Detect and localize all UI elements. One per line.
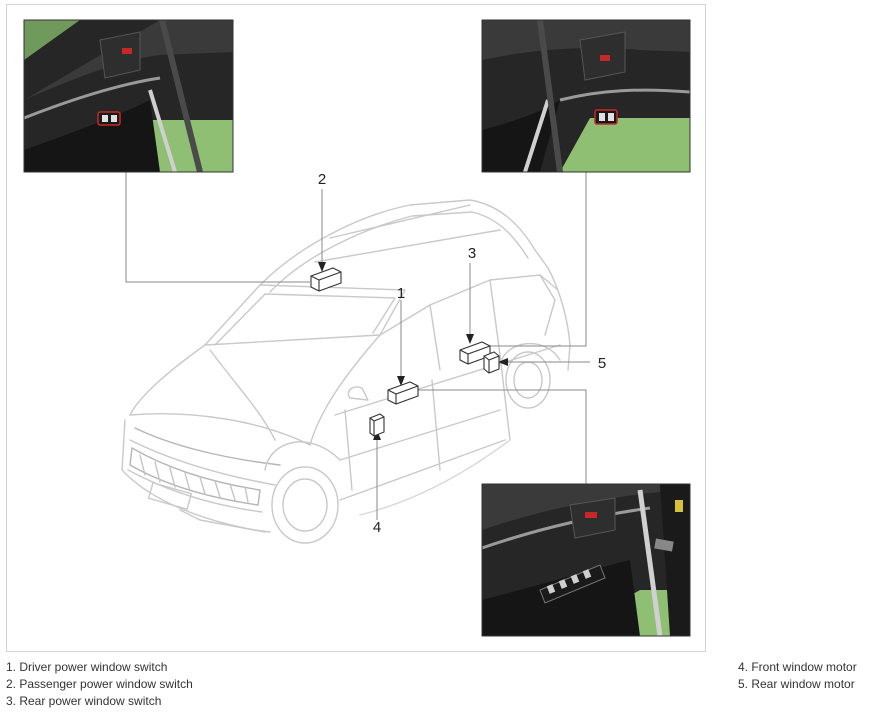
component-rear-window-motor xyxy=(483,351,500,374)
callout-2: 2 xyxy=(318,171,326,188)
legend-item-3: 3. Rear power window switch xyxy=(6,694,162,708)
legend-item-5: 5. Rear window motor xyxy=(738,677,855,691)
car-illustration xyxy=(121,199,571,544)
callout-5: 5 xyxy=(598,355,606,372)
inset-rear-door xyxy=(481,19,691,173)
component-rear-switch xyxy=(459,341,491,365)
leader-lines xyxy=(125,172,590,520)
callout-3: 3 xyxy=(468,245,476,262)
legend-item-1: 1. Driver power window switch xyxy=(6,660,168,674)
callout-4: 4 xyxy=(373,519,381,536)
legend-left: 1. Driver power window switch 2. Passeng… xyxy=(6,659,193,710)
inset-driver-door xyxy=(481,483,691,637)
component-passenger-switch xyxy=(310,267,342,292)
legend-right: 4. Front window motor 5. Rear window mot… xyxy=(738,659,857,693)
inset-passenger-door xyxy=(23,19,234,173)
component-driver-switch xyxy=(387,381,419,405)
component-front-window-motor xyxy=(369,413,385,437)
callout-1: 1 xyxy=(397,285,405,302)
legend-item-2: 2. Passenger power window switch xyxy=(6,677,193,691)
legend-item-4: 4. Front window motor xyxy=(738,660,857,674)
